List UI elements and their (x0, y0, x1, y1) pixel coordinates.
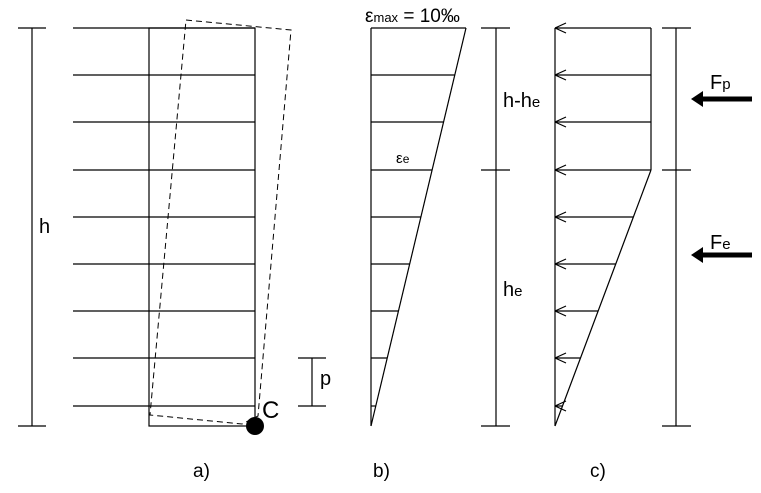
rotation-point-label: C (262, 397, 279, 424)
stress-arrowhead-icon (554, 305, 567, 312)
height-label: h (39, 216, 50, 238)
deformed-wall-outline (149, 19, 292, 425)
elastic-height-label: he (503, 279, 522, 301)
force-p-label: Fp (710, 72, 731, 94)
stress-arrowhead-icon (554, 27, 567, 34)
force-e-label: Fe (710, 232, 731, 254)
panel-c-stress: Fp Fe c) (554, 22, 752, 482)
caption-c: c) (590, 461, 606, 482)
stress-arrowhead-icon (554, 258, 567, 265)
max-strain-label: εmax = 10‰ (365, 6, 460, 27)
spacing-label: p (320, 368, 331, 390)
panel-a-structure: h p C a) (18, 19, 331, 482)
stress-arrowhead-icon (554, 169, 567, 176)
elastic-stress-line (554, 169, 652, 427)
stress-arrowhead-icon (554, 352, 567, 359)
stress-arrowhead-icon (554, 74, 567, 81)
stress-arrowhead-icon (554, 69, 567, 76)
stress-arrowhead-icon (554, 216, 567, 223)
stress-arrowhead-icon (554, 400, 567, 407)
stress-arrowhead-icon (554, 22, 567, 29)
strain-line (370, 27, 467, 427)
stress-arrowhead-icon (554, 211, 567, 218)
stress-arrowhead-icon (554, 357, 567, 364)
force-e-arrowhead-icon (691, 247, 703, 263)
plastic-height-label: h-he (503, 90, 540, 112)
yield-strain-label: εe (396, 150, 410, 167)
wall-outline (148, 27, 256, 427)
rotation-point (246, 417, 264, 435)
caption-a: a) (193, 461, 210, 482)
stress-arrowhead-icon (554, 164, 567, 171)
stress-arrowhead-icon (554, 310, 567, 317)
stress-arrowhead-icon (554, 116, 567, 123)
stress-arrowhead-icon (554, 405, 567, 412)
caption-b: b) (373, 461, 390, 482)
force-p-arrowhead-icon (691, 91, 703, 107)
panel-b-strain: εmax = 10‰ εe h-he he b) (365, 6, 540, 482)
stress-arrowhead-icon (554, 263, 567, 270)
stress-arrowhead-icon (554, 121, 567, 128)
